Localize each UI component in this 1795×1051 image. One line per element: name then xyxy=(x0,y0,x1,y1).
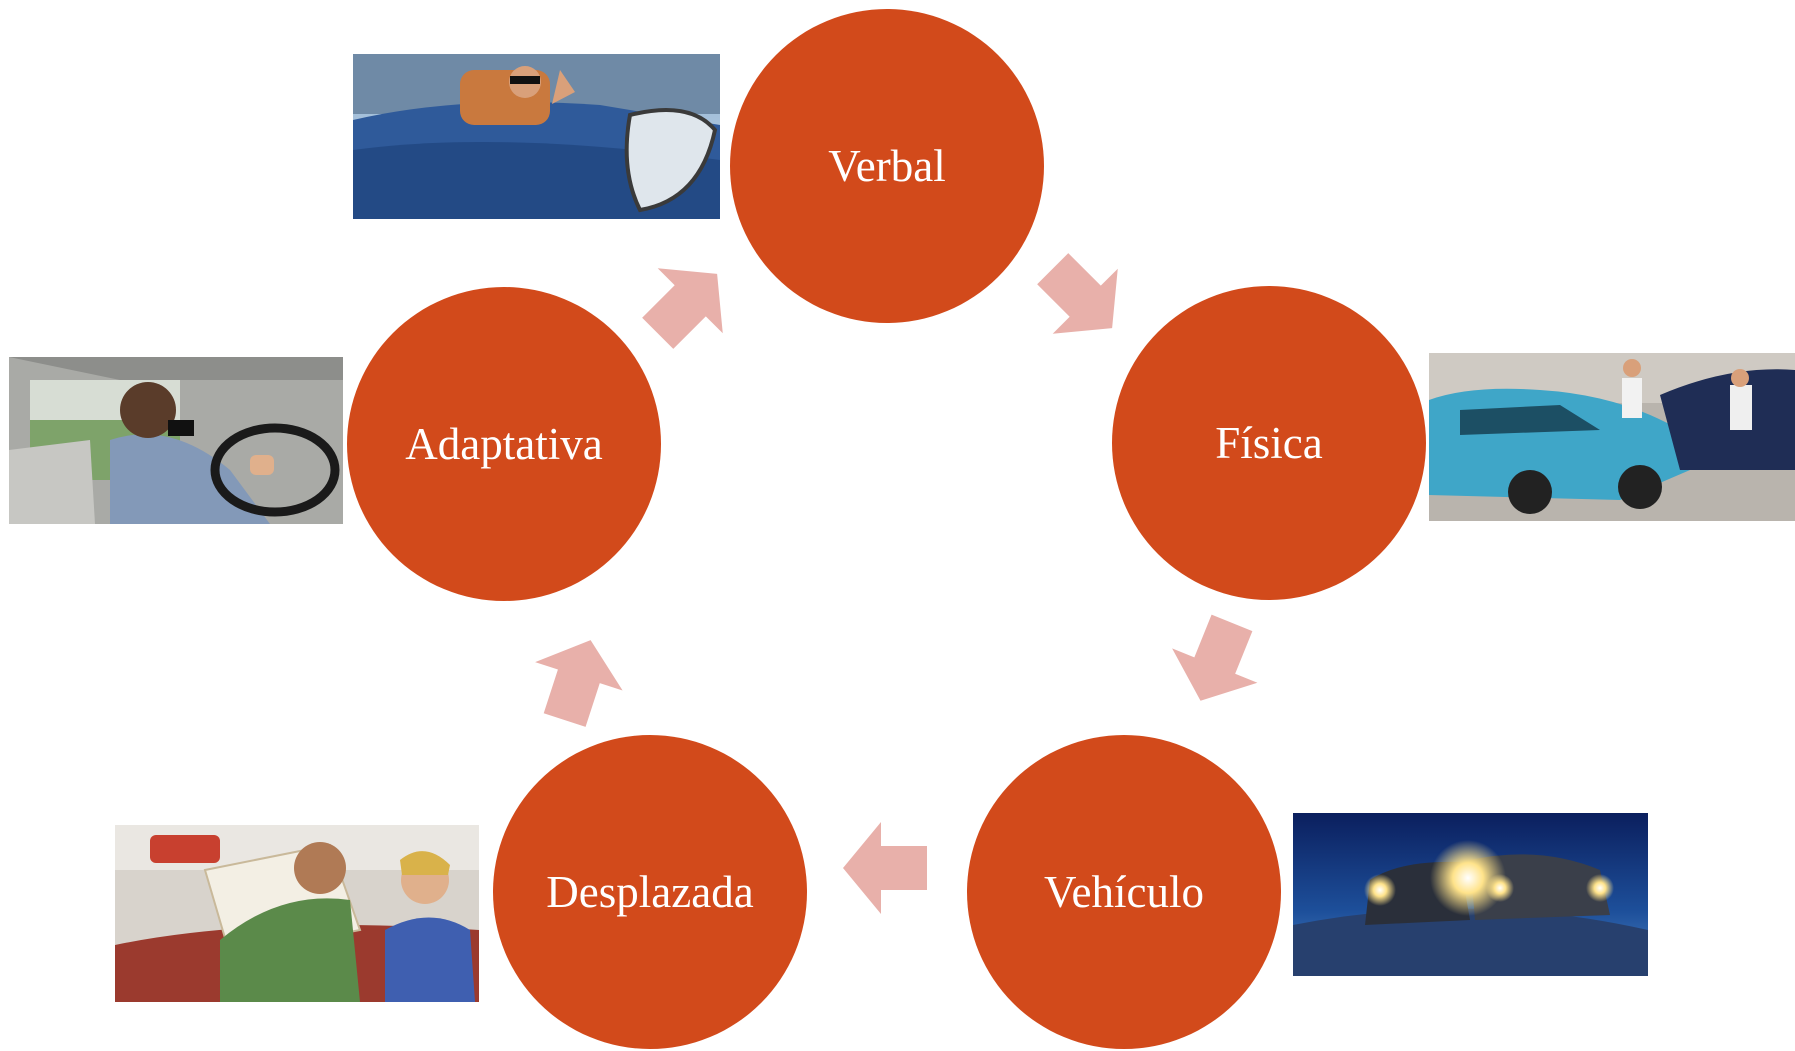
node-desplazada-circle xyxy=(493,735,807,1049)
arrow-vehiculo-to-desplazada xyxy=(843,822,927,914)
men-fighting-by-cars-photo xyxy=(1429,353,1795,521)
man-driving-car-photo xyxy=(9,357,343,524)
node-fisica-circle xyxy=(1112,286,1426,600)
couple-arguing-over-map-photo xyxy=(115,825,479,1002)
arrow-fisica-to-vehiculo xyxy=(1172,614,1258,701)
node-verbal-label: Verbal xyxy=(828,141,945,191)
node-adaptativa-circle xyxy=(347,287,661,601)
node-verbal-circle xyxy=(730,9,1044,323)
node-adaptativa-label: Adaptativa xyxy=(405,419,602,469)
node-vehiculo: Vehículo xyxy=(967,735,1281,1049)
arrow-adaptativa-to-verbal xyxy=(642,268,723,349)
node-fisica-label: Física xyxy=(1215,418,1323,468)
cycle-arrows xyxy=(535,253,1258,914)
node-desplazada: Desplazada xyxy=(493,735,807,1049)
convertible-driver-shouting-photo xyxy=(353,54,720,219)
node-verbal: Verbal xyxy=(730,9,1044,323)
node-vehiculo-circle xyxy=(967,735,1281,1049)
cars-colliding-at-night-photo xyxy=(1293,813,1648,976)
arrow-desplazada-to-adaptativa xyxy=(535,640,623,727)
arrow-verbal-to-fisica xyxy=(1037,253,1118,334)
node-vehiculo-label: Vehículo xyxy=(1044,867,1204,917)
node-fisica: Física xyxy=(1112,286,1426,600)
node-adaptativa: Adaptativa xyxy=(347,287,661,601)
node-desplazada-label: Desplazada xyxy=(546,867,753,917)
